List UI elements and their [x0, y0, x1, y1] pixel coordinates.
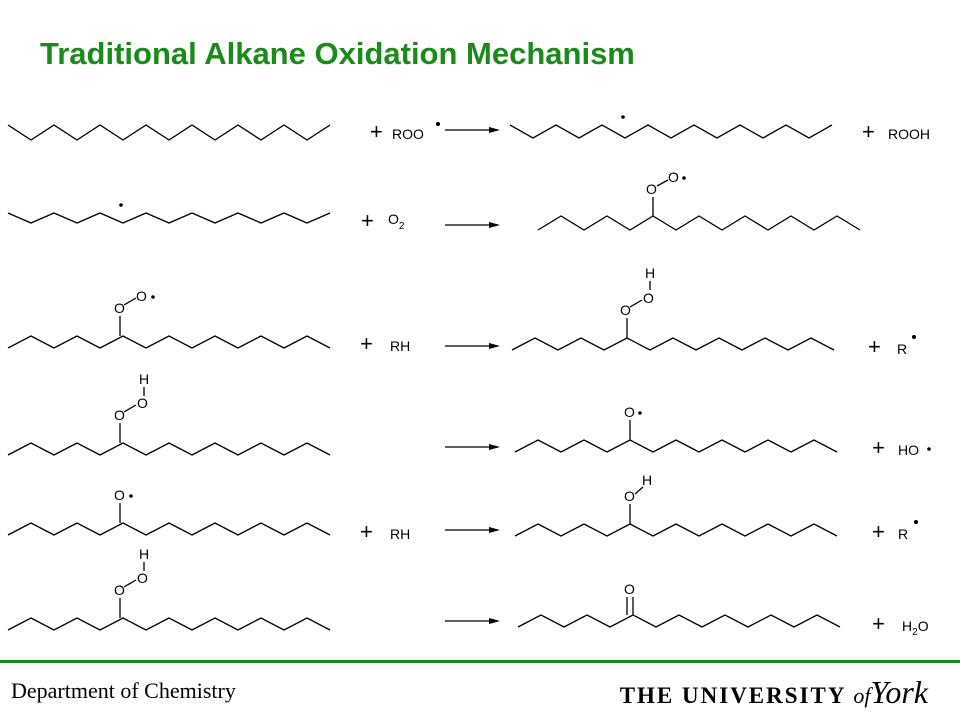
logo-of: of [853, 683, 871, 708]
oxygen-atom: O [137, 570, 148, 586]
oxygen-atom: O [114, 582, 125, 598]
peroxyl-chain [7, 335, 331, 349]
ketone-chain [517, 614, 841, 628]
reagent-label: ROO [392, 126, 424, 142]
radical-chain [509, 124, 833, 139]
reagent-subscript: 2 [399, 221, 405, 232]
radical-dot [119, 203, 123, 207]
hydrogen-atom: H [139, 371, 149, 387]
plus-sign: + [360, 519, 373, 544]
arrow-head [489, 527, 500, 533]
product-species-label: R [898, 526, 908, 542]
arrow-head [489, 618, 500, 624]
plus-sign: + [360, 331, 373, 356]
radical-dot [436, 122, 440, 126]
reagent-label: RH [390, 338, 410, 354]
bond [629, 299, 643, 308]
slide-title: Traditional Alkane Oxidation Mechanism [40, 36, 635, 71]
university-logo: THE UNIVERSITY ofYork [620, 674, 928, 711]
oxygen-atom: O [624, 404, 635, 420]
radical-chain [7, 212, 331, 224]
plus-sign: + [370, 119, 383, 144]
oxygen-atom: O [624, 488, 635, 504]
radical-dot [151, 295, 155, 299]
arrow-head [489, 222, 500, 228]
hydroperoxide-chain [511, 337, 835, 351]
alkane-chain [7, 124, 331, 141]
oxygen-atom: O [114, 487, 125, 503]
footer-department: Department of Chemistry [11, 678, 236, 703]
logo-university: UNIVERSITY [682, 683, 846, 708]
radical-dot [927, 447, 931, 451]
radical-dot [912, 335, 916, 339]
hydrogen-atom: H [645, 265, 655, 281]
bond [123, 404, 137, 413]
reaction-scheme: +ROO+ROOH+O2OOOO+RHOOH+ROOHO+HOO+RHOH+RO… [7, 115, 931, 638]
bond [656, 179, 669, 187]
bond [123, 579, 137, 588]
radical-dot [914, 520, 918, 524]
peroxyl-chain [537, 215, 861, 231]
alcohol-chain [514, 523, 838, 537]
arrow-head [489, 444, 500, 450]
plus-sign: + [872, 435, 885, 460]
plus-sign: + [872, 611, 885, 636]
radical-dot [638, 411, 642, 415]
plus-sign: + [361, 208, 374, 233]
oxygen-atom: O [114, 407, 125, 423]
radical-dot [621, 115, 625, 119]
reagent-label: O2 [388, 211, 405, 232]
logo-the: THE [619, 683, 675, 708]
product-species-label: H2O [902, 618, 929, 638]
oxygen-atom: O [136, 288, 147, 304]
plus-sign: + [862, 119, 875, 144]
hydroperoxide-chain [7, 617, 331, 631]
hydrogen-atom: H [642, 472, 652, 488]
plus-sign: + [872, 519, 885, 544]
radical-dot [129, 494, 133, 498]
arrow-head [489, 127, 500, 133]
hydroperoxide-chain [7, 442, 331, 456]
alkoxyl-chain [514, 439, 838, 453]
footer-rule [0, 660, 960, 663]
oxygen-atom: O [624, 581, 635, 597]
oxygen-atom: O [114, 300, 125, 316]
product-subscript: 2 [912, 627, 918, 638]
oxygen-atom: O [646, 181, 657, 197]
oxygen-atom: O [620, 302, 631, 318]
oxygen-atom: O [668, 169, 679, 185]
product-tail: O [918, 618, 929, 634]
product-species-label: HO [898, 442, 919, 458]
plus-sign: + [868, 334, 881, 359]
hydrogen-atom: H [139, 546, 149, 562]
radical-dot [682, 176, 686, 180]
product-species-label: ROOH [888, 126, 930, 142]
arrow-head [489, 343, 500, 349]
oxygen-atom: O [137, 395, 148, 411]
oxygen-atom: O [643, 290, 654, 306]
reagent-label: RH [390, 526, 410, 542]
alkoxyl-chain [7, 522, 331, 536]
bond [123, 297, 137, 306]
bond [634, 486, 644, 495]
product-species-label: R [897, 341, 907, 357]
logo-york: York [870, 674, 928, 710]
